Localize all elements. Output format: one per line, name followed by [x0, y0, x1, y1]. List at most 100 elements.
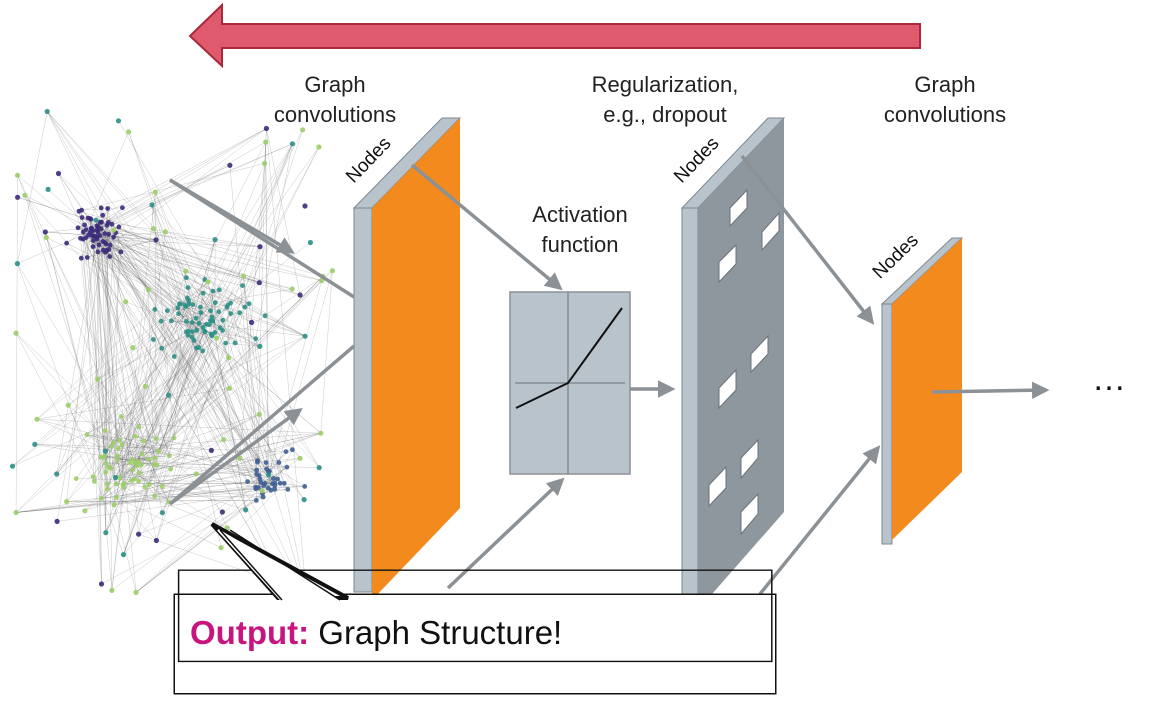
graph-node	[147, 482, 152, 487]
activation-function-label: Activation function	[505, 200, 655, 260]
graph-edge	[211, 311, 269, 472]
graph-node	[105, 223, 110, 228]
graph-edge	[37, 419, 141, 465]
graph-edge	[47, 112, 215, 303]
graph-node	[330, 268, 335, 273]
graph-node	[15, 173, 20, 178]
graph-node	[111, 235, 116, 240]
graph-node	[302, 203, 307, 208]
graph-node	[277, 460, 282, 465]
graph-edge	[16, 488, 258, 513]
graph-node	[136, 425, 141, 430]
graph-node	[254, 468, 259, 473]
graph-node	[155, 463, 160, 468]
graph-edge	[82, 163, 265, 210]
graph-convolutions-label-1: Graph convolutions	[250, 70, 420, 130]
graph-node	[263, 139, 268, 144]
graph-edge	[266, 129, 306, 598]
graph-node	[109, 444, 114, 449]
callout-keyword: Output:	[190, 614, 309, 651]
graph-node	[91, 474, 96, 479]
graph-node	[266, 472, 271, 477]
graph-node	[136, 479, 141, 484]
graph-edge	[87, 271, 333, 435]
graph-node	[257, 244, 262, 249]
graph-node	[167, 453, 172, 458]
graph-node	[151, 337, 156, 342]
graph-node	[172, 436, 177, 441]
backward-arrow	[190, 5, 920, 66]
graph-node	[64, 499, 69, 504]
graph-node	[121, 552, 126, 557]
graph-node	[116, 446, 121, 451]
graph-node	[120, 205, 125, 210]
graph-node	[194, 471, 199, 476]
graph-node	[303, 334, 308, 339]
graph-node	[114, 495, 119, 500]
graph-node	[221, 437, 226, 442]
graph-node	[253, 336, 258, 341]
graph-node	[152, 494, 157, 499]
graph-node	[123, 299, 128, 304]
graph-node	[190, 329, 195, 334]
graph-node	[211, 289, 216, 294]
graph-node	[178, 302, 183, 307]
graph-node	[298, 456, 303, 461]
graph-node	[46, 187, 51, 192]
graph-node	[160, 510, 165, 515]
graph-edge	[269, 281, 322, 475]
graph-node	[106, 465, 111, 470]
graph-node	[166, 393, 171, 398]
graph-node	[116, 118, 121, 123]
graph-node	[153, 237, 158, 242]
graph-node	[214, 336, 219, 341]
graph-node	[247, 301, 252, 306]
graph-edge	[165, 232, 322, 276]
graph-node	[285, 487, 290, 492]
graph-node	[105, 206, 110, 211]
graph-node	[141, 438, 146, 443]
graph-node	[227, 386, 232, 391]
graph-node	[263, 481, 268, 486]
graph-node	[233, 341, 238, 346]
graph-node	[318, 431, 323, 436]
graph-node	[131, 467, 136, 472]
graph-node	[197, 321, 202, 326]
graph-node	[111, 228, 116, 233]
graph-edge	[18, 197, 83, 217]
graph-node	[298, 292, 303, 297]
graph-node	[272, 481, 277, 486]
graph-node	[22, 193, 27, 198]
graph-node	[226, 355, 231, 360]
graph-node	[115, 458, 120, 463]
graph-node	[80, 215, 85, 220]
graph-edge	[16, 332, 192, 513]
graph-node	[152, 307, 157, 312]
graph-node	[34, 417, 39, 422]
graph-node	[290, 447, 295, 452]
graph-node	[257, 280, 262, 285]
graph-node	[118, 438, 123, 443]
graph-node	[205, 279, 210, 284]
graph-node	[302, 497, 307, 502]
graph-node	[114, 482, 119, 487]
graph-node	[159, 319, 164, 324]
graph-node	[136, 532, 141, 537]
graph-node	[260, 488, 265, 493]
graph-node	[153, 456, 158, 461]
graph-node	[134, 590, 139, 595]
graph-node	[183, 269, 188, 274]
graph-node	[210, 319, 215, 324]
graph-node	[184, 319, 189, 324]
graph-node	[194, 316, 199, 321]
graph-node	[95, 250, 100, 255]
graph-node	[95, 237, 100, 242]
graph-node	[284, 449, 289, 454]
network-graph-edges	[13, 112, 333, 598]
graph-node	[95, 224, 100, 229]
ellipsis: …	[1092, 360, 1129, 399]
graph-node	[169, 318, 174, 323]
graph-node	[184, 330, 189, 335]
graph-node	[255, 458, 260, 463]
